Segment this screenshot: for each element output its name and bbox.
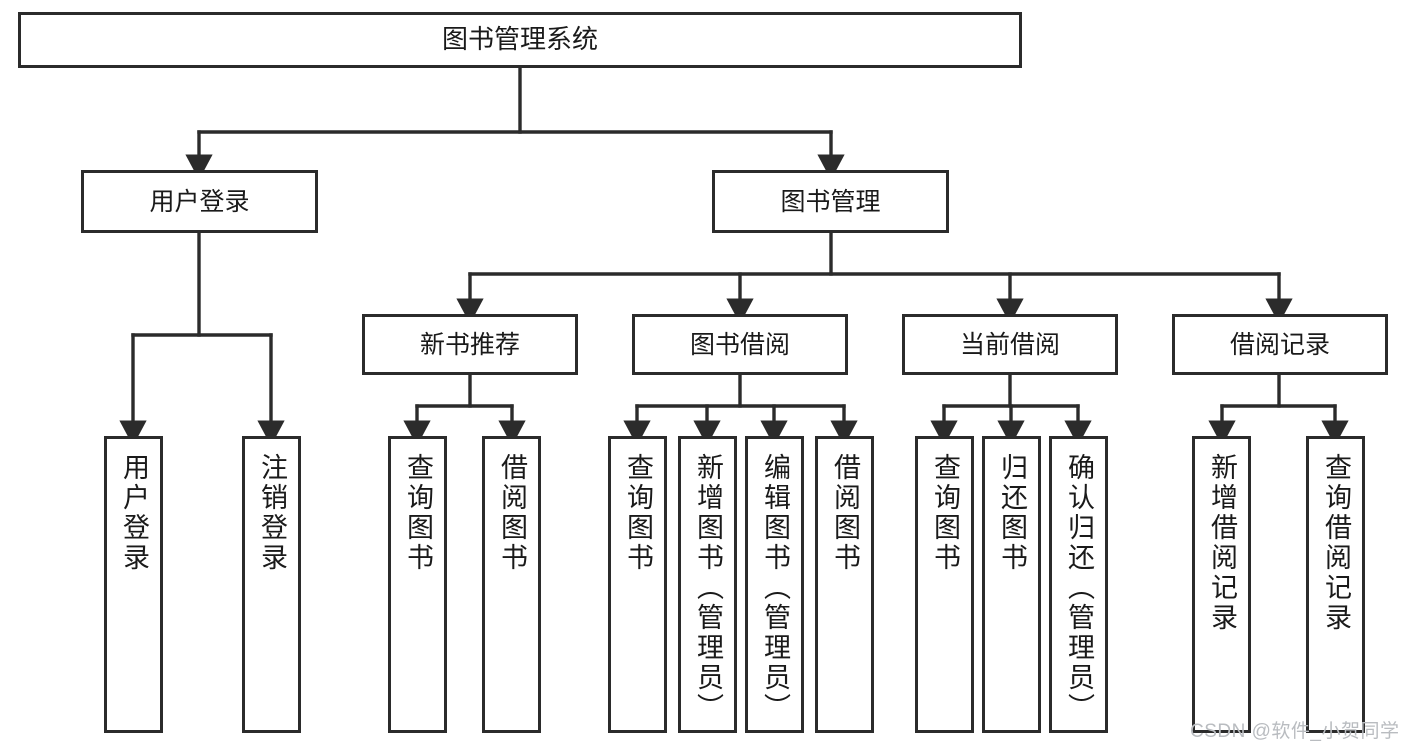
node-label: 用户登录 [119, 453, 149, 573]
node-label: 当前借阅 [959, 330, 1060, 359]
node-leaf-query-borrow-record[interactable]: 查询借阅记录 [1306, 436, 1365, 733]
node-borrowing-records[interactable]: 借阅记录 [1172, 314, 1388, 375]
node-current-borrowing[interactable]: 当前借阅 [902, 314, 1118, 375]
node-leaf-user-login[interactable]: 用户登录 [104, 436, 163, 733]
node-leaf-add-borrow-record[interactable]: 新增借阅记录 [1192, 436, 1251, 733]
node-new-book-recommendation[interactable]: 新书推荐 [362, 314, 578, 375]
node-leaf-borrow-books-rec[interactable]: 借阅图书 [482, 436, 541, 733]
node-leaf-logout[interactable]: 注销登录 [242, 436, 301, 733]
node-label: 查询图书 [623, 453, 653, 573]
node-label: 新增借阅记录 [1207, 453, 1237, 633]
node-label: 借阅图书 [830, 453, 860, 573]
node-leaf-edit-book-admin[interactable]: 编辑图书（管理员） [745, 436, 804, 733]
node-label: 图书借阅 [689, 330, 790, 359]
node-label: 图书管理系统 [441, 24, 598, 55]
node-book-borrowing[interactable]: 图书借阅 [632, 314, 848, 375]
node-label: 用户登录 [149, 187, 250, 216]
node-book-management[interactable]: 图书管理 [712, 170, 949, 233]
node-label: 新增图书（管理员） [693, 453, 723, 723]
node-label: 新书推荐 [419, 330, 520, 359]
node-leaf-query-books-rec[interactable]: 查询图书 [388, 436, 447, 733]
node-label: 借阅记录 [1229, 330, 1330, 359]
node-root-book-management-system[interactable]: 图书管理系统 [18, 12, 1022, 68]
node-label: 确认归还（管理员） [1064, 453, 1094, 723]
node-leaf-query-books-borrow[interactable]: 查询图书 [608, 436, 667, 733]
node-label: 查询图书 [930, 453, 960, 573]
node-label: 归还图书 [997, 453, 1027, 573]
node-leaf-borrow-books[interactable]: 借阅图书 [815, 436, 874, 733]
node-label: 查询图书 [403, 453, 433, 573]
node-label: 编辑图书（管理员） [760, 453, 790, 723]
node-label: 查询借阅记录 [1321, 453, 1351, 633]
node-leaf-confirm-return-admin[interactable]: 确认归还（管理员） [1049, 436, 1108, 733]
node-leaf-query-books-current[interactable]: 查询图书 [915, 436, 974, 733]
node-label: 图书管理 [780, 187, 881, 216]
node-label: 注销登录 [257, 453, 287, 573]
node-leaf-return-books[interactable]: 归还图书 [982, 436, 1041, 733]
csdn-watermark: CSDN @软件_小贺同学 [1190, 721, 1400, 742]
node-user-login[interactable]: 用户登录 [81, 170, 318, 233]
node-leaf-add-book-admin[interactable]: 新增图书（管理员） [678, 436, 737, 733]
node-label: 借阅图书 [497, 453, 527, 573]
